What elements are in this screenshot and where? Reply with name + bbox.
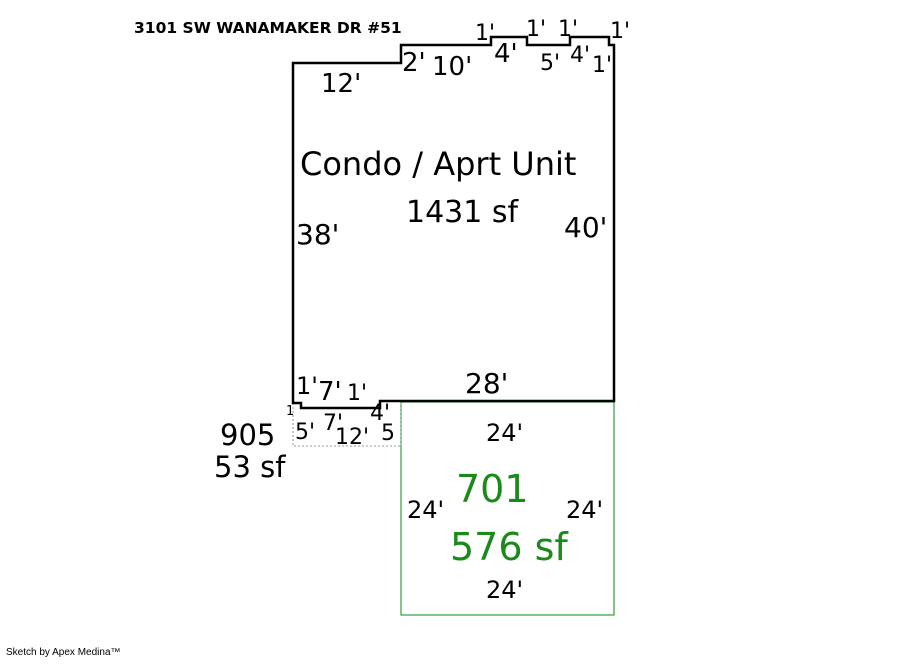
dim-garage-left: 24' xyxy=(407,496,444,524)
condo-unit-label: Condo / Aprt Unit xyxy=(300,145,576,183)
dim-garage-right: 24' xyxy=(566,496,603,524)
dim-main-top-d: 1' xyxy=(558,17,578,42)
dim-main-step-b: 1' xyxy=(475,21,495,46)
dim-main-top-c: 4' xyxy=(494,39,518,69)
dim-main-right-step: 1' xyxy=(592,53,612,78)
dim-small-a: 5' xyxy=(295,420,315,445)
sketch-credit: Sketch by Apex Medina™ xyxy=(6,647,121,658)
dim-small-c: 12' xyxy=(335,425,369,450)
dim-main-top-f: 1' xyxy=(610,19,630,44)
dim-main-bottom: 28' xyxy=(465,367,508,400)
dim-main-bl-a: 1' xyxy=(296,372,318,400)
dim-main-top-left: 12' xyxy=(321,69,361,99)
dim-main-step-c: 1' xyxy=(526,17,546,42)
dim-garage-top: 24' xyxy=(486,419,523,447)
dim-small-d: 4' xyxy=(370,401,390,426)
small-area-area: 53 sf xyxy=(214,450,286,484)
dim-main-left: 38' xyxy=(296,218,339,251)
dim-main-top-e: 5' xyxy=(540,51,560,76)
garage-area: 576 sf xyxy=(450,525,569,569)
dim-small-b: 7' xyxy=(323,411,343,436)
property-address-title: 3101 SW WANAMAKER DR #51 xyxy=(134,19,402,37)
condo-unit-outline xyxy=(291,35,616,410)
dim-main-bl-c: 1' xyxy=(347,381,367,406)
garage-code: 701 xyxy=(456,467,529,511)
dim-main-top-b: 10' xyxy=(432,52,472,82)
dim-main-bl-b: 7' xyxy=(318,377,342,407)
dim-main-right: 40' xyxy=(564,211,607,244)
dim-garage-bottom: 24' xyxy=(486,576,523,604)
dim-small-e: 5 xyxy=(381,421,395,446)
dim-main-step-e: 4' xyxy=(570,43,590,68)
condo-unit-area: 1431 sf xyxy=(406,195,520,230)
small-area-outline xyxy=(292,403,402,447)
small-area-code: 905 xyxy=(220,418,275,452)
dim-small-tiny: 1 xyxy=(286,404,294,419)
dim-main-step-a: 2' xyxy=(402,48,426,78)
